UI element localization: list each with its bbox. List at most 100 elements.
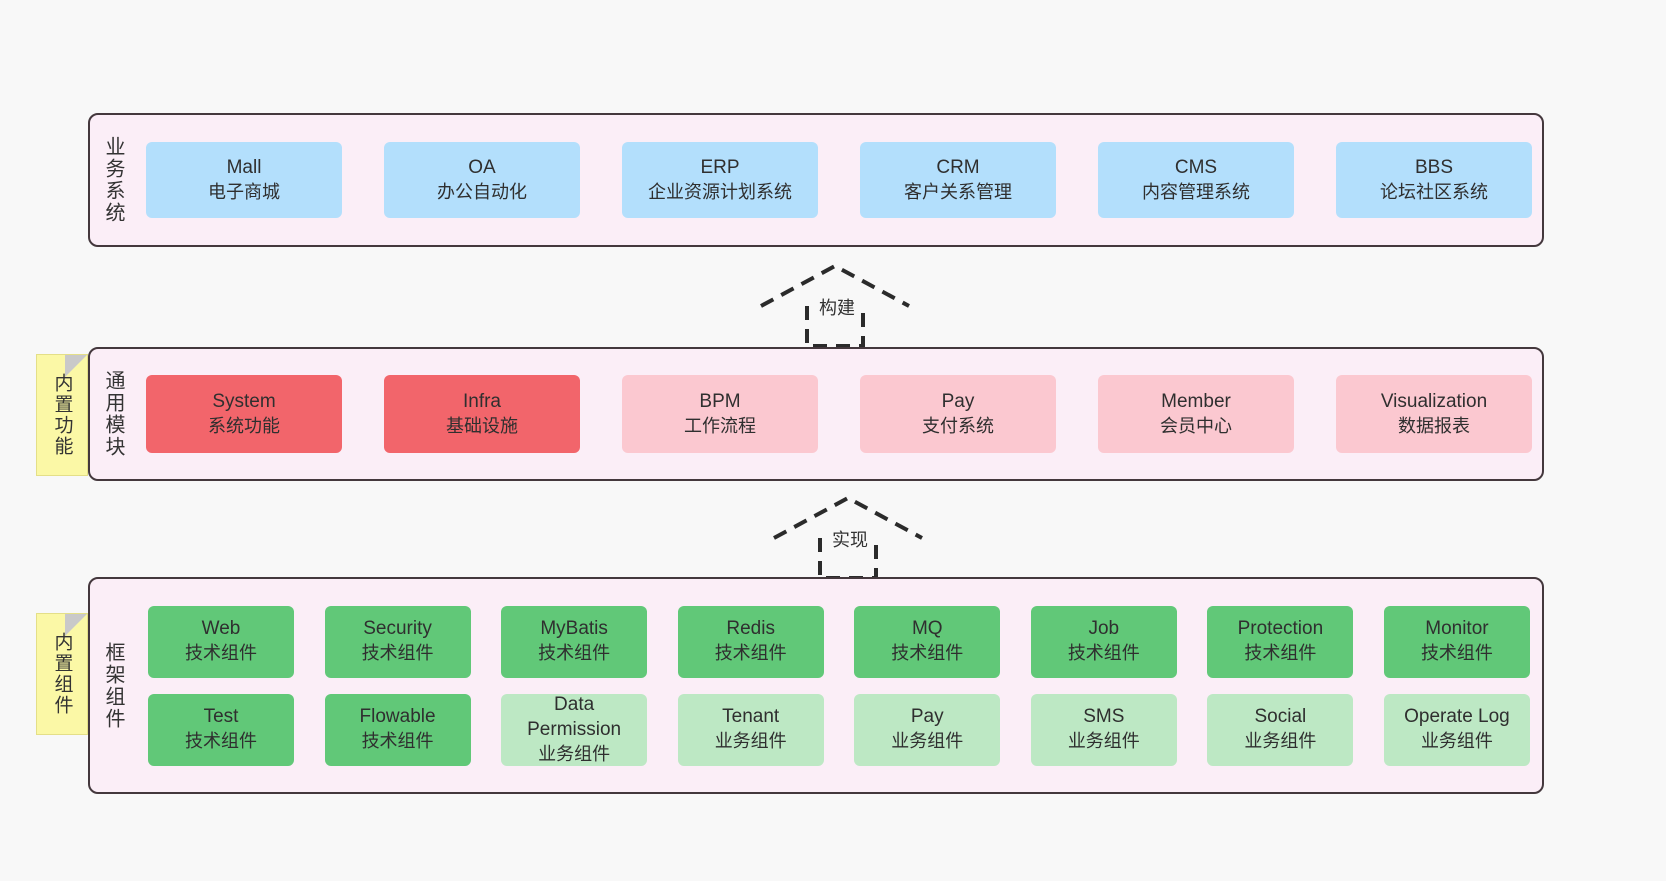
card-oa[interactable]: OA 办公自动化: [384, 142, 580, 218]
card-title: Data Permission: [527, 694, 622, 740]
card-subtitle: 技术组件: [185, 643, 257, 664]
card-monitor[interactable]: Monitor 技术组件: [1383, 605, 1530, 678]
card-title: Job: [1088, 618, 1120, 640]
card-subtitle: 业务组件: [1244, 731, 1317, 752]
card-member[interactable]: Member 会员中心: [1098, 375, 1294, 453]
card-cms[interactable]: CMS 内容管理系统: [1098, 142, 1294, 218]
card-mq[interactable]: MQ 技术组件: [854, 605, 1001, 678]
framework-row-tech: Web 技术组件 Security 技术组件 MyBatis 技术组件 Redi…: [148, 605, 1530, 678]
card-title: Test: [203, 706, 239, 728]
card-subtitle: 会员中心: [1160, 415, 1232, 436]
card-subtitle: 工作流程: [684, 415, 756, 436]
card-title: BPM: [699, 390, 741, 412]
connector-implement: 实现: [768, 490, 928, 580]
card-title: CMS: [1174, 156, 1218, 178]
card-flowable[interactable]: Flowable 技术组件: [324, 693, 471, 766]
connector-build: 构建: [755, 258, 915, 348]
card-erp[interactable]: ERP 企业资源计划系统: [622, 142, 818, 218]
card-subtitle: 技术组件: [361, 731, 434, 752]
card-security[interactable]: Security 技术组件: [324, 605, 471, 678]
card-subtitle: 业务组件: [891, 731, 964, 752]
card-subtitle: 办公自动化: [437, 181, 527, 202]
card-infra[interactable]: Infra 基础设施: [384, 375, 580, 453]
sticky-note-builtin-components: 内置组件: [36, 613, 88, 735]
card-subtitle: 系统功能: [208, 415, 280, 436]
sticky-note-label: 内置组件: [51, 632, 73, 716]
card-title: Infra: [462, 390, 502, 412]
card-subtitle: 企业资源计划系统: [648, 181, 792, 202]
card-subtitle: 数据报表: [1398, 415, 1470, 436]
card-title: Operate Log: [1404, 706, 1510, 728]
card-subtitle: 技术组件: [361, 643, 434, 664]
card-mall[interactable]: Mall 电子商城: [146, 142, 342, 218]
card-subtitle: 业务组件: [538, 743, 611, 764]
card-sms[interactable]: SMS 业务组件: [1030, 693, 1177, 766]
card-title: Web: [201, 618, 241, 640]
layer-body-framework-components: Web 技术组件 Security 技术组件 MyBatis 技术组件 Redi…: [136, 579, 1542, 792]
card-mybatis[interactable]: MyBatis 技术组件: [501, 605, 648, 678]
card-title: MQ: [911, 618, 943, 640]
card-title: ERP: [700, 156, 740, 178]
layer-title-framework-components: 框架组件: [102, 641, 124, 730]
card-title: Monitor: [1425, 618, 1489, 640]
card-title: Pay: [941, 390, 975, 412]
card-title: Flowable: [359, 706, 436, 728]
card-social[interactable]: Social 业务组件: [1207, 693, 1354, 766]
card-title: Social: [1254, 706, 1307, 728]
card-subtitle: 技术组件: [1420, 643, 1493, 664]
card-operate-log[interactable]: Operate Log 业务组件: [1383, 693, 1530, 766]
card-pay-component[interactable]: Pay 业务组件: [854, 693, 1001, 766]
layer-business-systems: 业务系统 Mall 电子商城 OA 办公自动化 ERP 企业资源计划系统 CRM…: [88, 113, 1544, 247]
card-title: SMS: [1083, 706, 1125, 728]
connector-label-build: 构建: [817, 294, 857, 320]
card-subtitle: 业务组件: [1067, 731, 1140, 752]
sticky-note-label: 内置功能: [51, 373, 73, 457]
card-title: Pay: [910, 706, 944, 728]
card-visualization[interactable]: Visualization 数据报表: [1336, 375, 1532, 453]
card-subtitle: 技术组件: [891, 643, 964, 664]
card-subtitle: 内容管理系统: [1142, 181, 1250, 202]
card-subtitle: 技术组件: [1067, 643, 1140, 664]
card-subtitle: 电子商城: [208, 181, 280, 202]
card-tenant[interactable]: Tenant 业务组件: [677, 693, 824, 766]
dashed-up-arrow-icon: [773, 495, 923, 580]
card-subtitle: 支付系统: [922, 415, 994, 436]
card-subtitle: 业务组件: [1420, 731, 1493, 752]
card-crm[interactable]: CRM 客户关系管理: [860, 142, 1056, 218]
layer-title-common-modules: 通用模块: [102, 370, 124, 458]
card-subtitle: 基础设施: [446, 415, 518, 436]
card-title: Visualization: [1380, 390, 1488, 412]
card-subtitle: 技术组件: [1244, 643, 1317, 664]
card-subtitle: 论坛社区系统: [1380, 181, 1488, 202]
card-subtitle: 技术组件: [714, 643, 787, 664]
card-title: CRM: [936, 156, 980, 178]
card-title: OA: [468, 156, 496, 178]
card-title: Security: [363, 618, 432, 640]
card-title: Member: [1161, 390, 1231, 412]
card-system[interactable]: System 系统功能: [146, 375, 342, 453]
card-web[interactable]: Web 技术组件: [148, 605, 294, 678]
card-subtitle: 技术组件: [538, 643, 611, 664]
card-bbs[interactable]: BBS 论坛社区系统: [1336, 142, 1532, 218]
card-title: Mall: [226, 156, 262, 178]
card-redis[interactable]: Redis 技术组件: [677, 605, 824, 678]
card-title: Tenant: [722, 706, 780, 728]
card-job[interactable]: Job 技术组件: [1030, 605, 1177, 678]
card-test[interactable]: Test 技术组件: [148, 693, 294, 766]
card-title: MyBatis: [540, 618, 608, 640]
framework-row-business: Test 技术组件 Flowable 技术组件 Data Permission …: [148, 693, 1530, 766]
card-bpm[interactable]: BPM 工作流程: [622, 375, 818, 453]
card-subtitle: 技术组件: [185, 731, 257, 752]
card-subtitle: 业务组件: [714, 731, 787, 752]
dashed-up-arrow-icon: [760, 263, 910, 348]
layer-title-business-systems: 业务系统: [102, 136, 124, 224]
sticky-note-builtin-features: 内置功能: [36, 354, 88, 476]
card-title: Redis: [726, 618, 775, 640]
card-protection[interactable]: Protection 技术组件: [1207, 605, 1354, 678]
card-title: Protection: [1237, 618, 1324, 640]
layer-body-common-modules: System 系统功能 Infra 基础设施 BPM 工作流程 Pay 支付系统…: [136, 349, 1542, 479]
card-title: System: [212, 390, 276, 412]
card-pay-module[interactable]: Pay 支付系统: [860, 375, 1056, 453]
card-data-permission[interactable]: Data Permission 业务组件: [501, 693, 648, 766]
